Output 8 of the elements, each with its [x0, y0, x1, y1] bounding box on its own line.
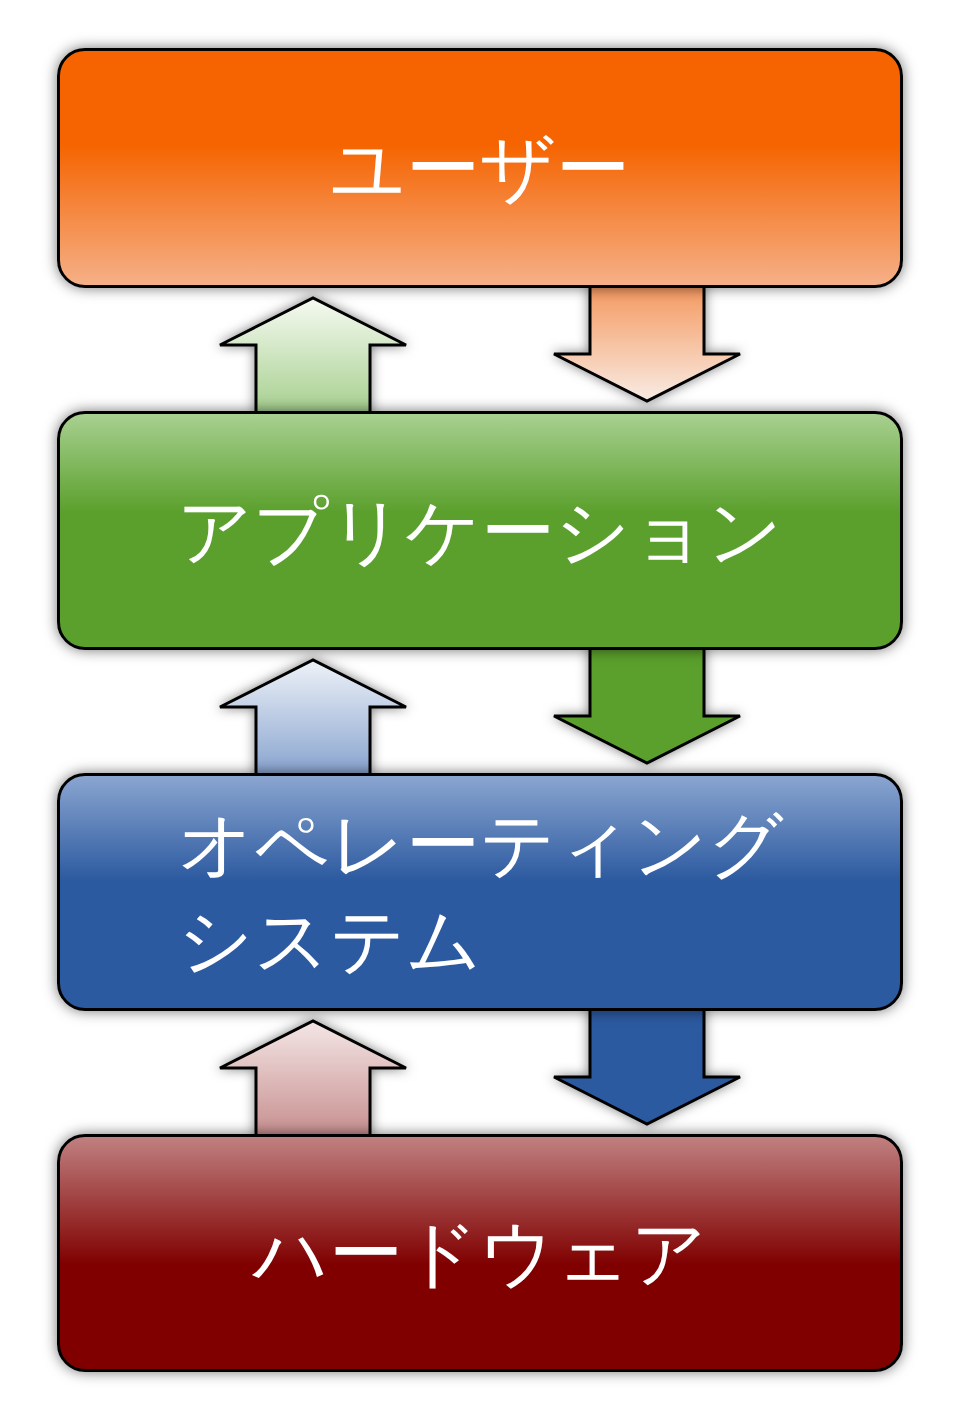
layer-box: [57, 411, 903, 650]
layer-box: [57, 1134, 903, 1372]
layer-box: [57, 773, 903, 1011]
layer-label: アプリケーション: [177, 486, 783, 576]
layer-label: オペレーティングシステム: [178, 800, 785, 985]
layer-label: ユーザー: [330, 124, 630, 213]
layer-label: ハードウェア: [253, 1209, 707, 1298]
layer-box: [57, 48, 903, 288]
